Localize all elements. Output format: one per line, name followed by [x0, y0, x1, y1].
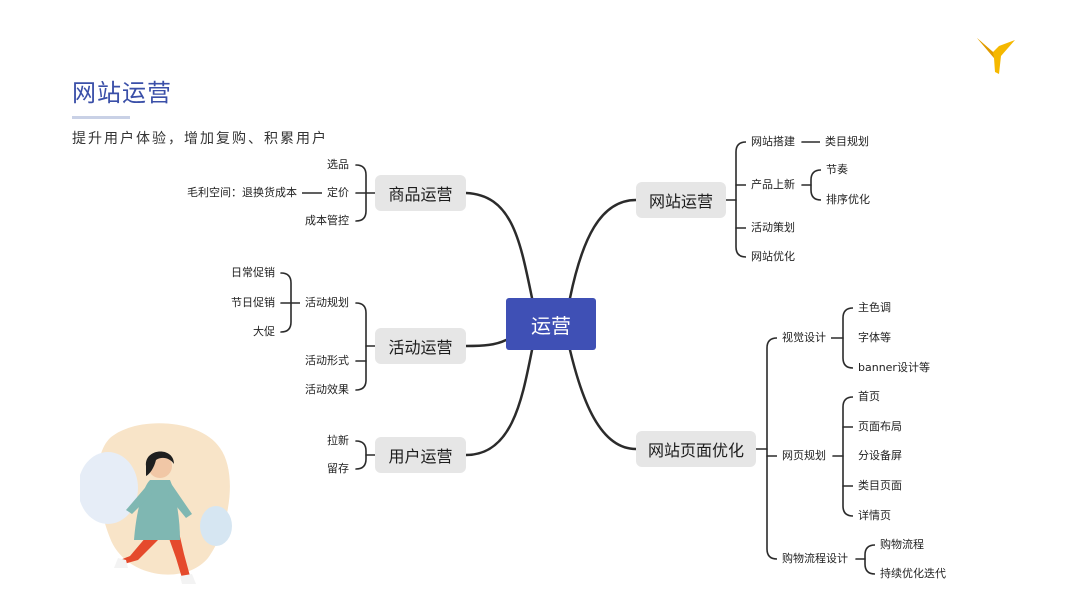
leaf-select-products: 选品 [322, 154, 354, 176]
leaf-daily-promo: 日常促销 [226, 262, 280, 284]
node-page-optimization: 网站页面优化 [636, 431, 756, 467]
walking-person-illustration [80, 423, 232, 584]
leaf-big-promo: 大促 [248, 321, 280, 343]
leaf-site-optimization: 网站优化 [746, 246, 800, 268]
leaf-visual-design: 视觉设计 [777, 327, 831, 349]
page-title: 网站运营 [72, 79, 172, 107]
leaf-device-screens: 分设备屏 [853, 445, 907, 467]
leaf-category-page: 类目页面 [853, 475, 907, 497]
leaf-site-build: 网站搭建 [746, 131, 800, 153]
leaf-new-products: 产品上新 [746, 174, 800, 196]
node-site-ops: 网站运营 [636, 182, 726, 218]
leaf-activity-effect: 活动效果 [300, 379, 354, 401]
leaf-acquisition: 拉新 [322, 430, 354, 452]
leaf-rhythm: 节奏 [821, 159, 853, 181]
leaf-campaign-planning: 活动策划 [746, 217, 800, 239]
leaf-fonts: 字体等 [853, 327, 896, 349]
leaf-page-planning: 网页规划 [777, 445, 831, 467]
leaf-holiday-promo: 节日促销 [226, 292, 280, 314]
leaf-category-planning: 类目规划 [820, 131, 874, 153]
leaf-continuous-iteration: 持续优化迭代 [875, 563, 951, 585]
page-subtitle: 提升用户体验，增加复购、积累用户 [72, 131, 328, 147]
leaf-sort-optimization: 排序优化 [821, 189, 875, 211]
leaf-cost-control: 成本管控 [300, 210, 354, 232]
leaf-pricing: 定价 [322, 182, 354, 204]
leaf-retention: 留存 [322, 458, 354, 480]
leaf-banner-design: banner设计等 [853, 357, 935, 379]
node-activity-ops: 活动运营 [375, 328, 466, 364]
node-goods-ops: 商品运营 [375, 175, 466, 211]
leaf-page-layout: 页面布局 [853, 416, 907, 438]
leaf-checkout-flow: 购物流程 [875, 534, 929, 556]
node-user-ops: 用户运营 [375, 437, 466, 473]
leaf-main-color: 主色调 [853, 297, 896, 319]
leaf-homepage: 首页 [853, 386, 885, 408]
leaf-checkout-flow-design: 购物流程设计 [777, 548, 853, 570]
brand-logo-icon [977, 38, 1015, 74]
leaf-activity-form: 活动形式 [300, 350, 354, 372]
center-node: 运营 [506, 298, 596, 350]
leaf-margin-note: 毛利空间：退换货成本 [182, 182, 302, 204]
title-underline [72, 116, 130, 119]
leaf-activity-planning: 活动规划 [300, 292, 354, 314]
leaf-detail-page: 详情页 [853, 505, 896, 527]
